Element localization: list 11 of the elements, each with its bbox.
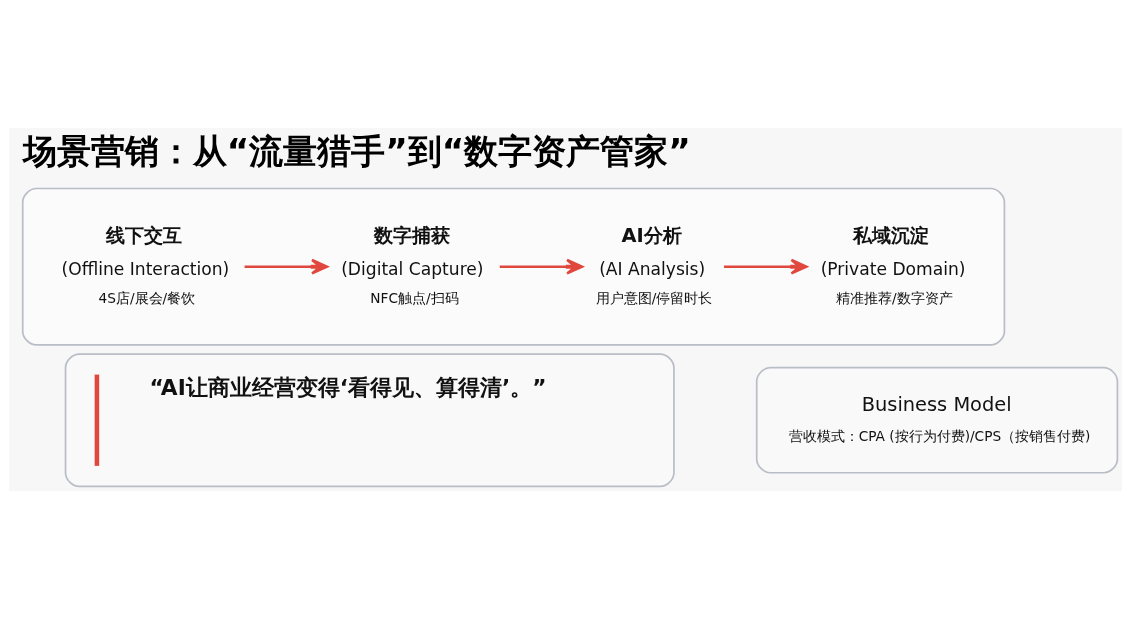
node-text: 数字捕获 (Digital Capture) NFC触点/扫码 (341, 223, 484, 306)
cluster (21, 187, 1006, 346)
arrow (724, 258, 808, 275)
node-text: 线下交互 (Offline Interaction) 4S店/展会/餐饮 (61, 223, 230, 306)
node-box: Business Model 营收模式：CPA (按行为付费)/CPS（按销售付费) (755, 366, 1119, 474)
diagram-title: 场景营销：从“流量猎手”到“数字资产管家” (22, 130, 691, 171)
node-text: AI分析 (AI Analysis) 用户意图/停留时长 (595, 223, 713, 306)
arrow (499, 258, 584, 275)
node-box: “AI让商业经营变得‘看得见、算得清’。” (64, 352, 675, 487)
node-text: 私域沉淀 (Private Domain) 精准推荐/数字资产 (820, 223, 966, 306)
arrow (244, 258, 329, 275)
